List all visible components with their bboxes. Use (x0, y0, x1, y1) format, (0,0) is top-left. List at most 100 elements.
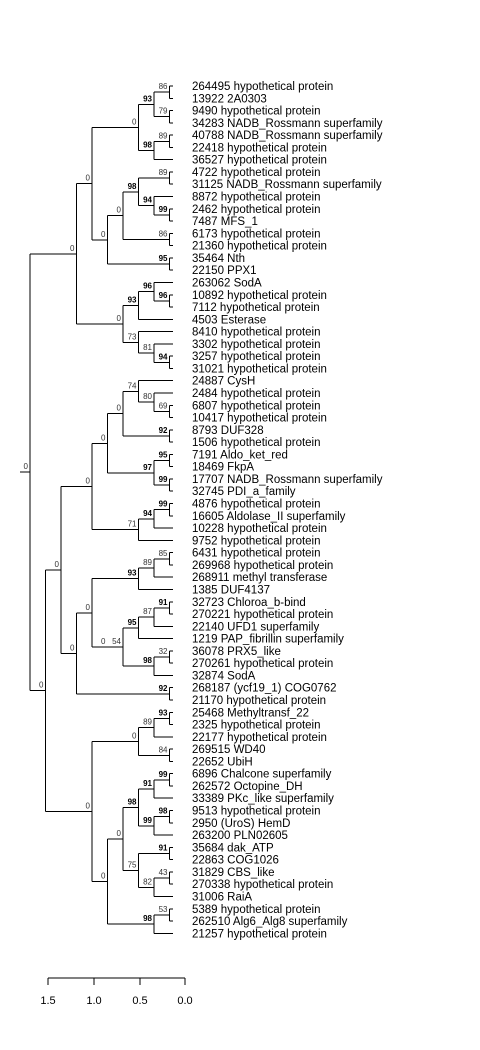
leaf-label: 6431 hypothetical protein (192, 548, 321, 560)
bootstrap-value: 0 (101, 637, 106, 646)
leaf-label: 21360 hypothetical protein (192, 241, 327, 253)
leaf-label: 22652 UbiH (192, 756, 253, 768)
bootstrap-value: 89 (143, 558, 152, 567)
bootstrap-value: 32 (159, 647, 168, 656)
leaf-label: 262572 Octopine_DH (192, 781, 303, 793)
leaf-label: 33389 PKc_like superfamily (192, 793, 334, 805)
leaf-label: 262510 Alg6_Alg8 superfamily (192, 916, 348, 928)
bootstrap-value: 93 (159, 708, 168, 717)
bootstrap-value: 0 (70, 643, 75, 652)
bootstrap-value: 82 (143, 877, 152, 886)
bootstrap-value: 89 (159, 131, 168, 140)
leaf-label: 270221 hypothetical protein (192, 609, 333, 621)
leaf-label: 1506 hypothetical protein (192, 437, 321, 449)
leaf-label: 1219 PAP_fibrillin superfamily (192, 634, 344, 646)
bootstrap-value: 0 (86, 603, 91, 612)
bootstrap-value: 99 (159, 770, 168, 779)
bootstrap-value: 99 (159, 475, 168, 484)
leaf-label: 6807 hypothetical protein (192, 400, 321, 412)
leaf-label: 17707 NADB_Rossmann superfamily (192, 474, 383, 486)
bootstrap-value: 71 (128, 520, 137, 529)
bootstrap-value: 98 (143, 914, 152, 923)
leaf-label: 4876 hypothetical protein (192, 499, 321, 511)
leaf-label: 31006 RaiA (192, 891, 252, 903)
leaf-label: 7112 hypothetical protein (192, 302, 320, 314)
leaf-label: 268187 (ycf19_1) COG0762 (192, 683, 336, 695)
leaf-label: 25468 Methyltransf_22 (192, 707, 309, 719)
leaf-label: 18469 FkpA (192, 462, 254, 474)
bootstrap-value: 89 (143, 718, 152, 727)
leaf-label: 13922 2A0303 (192, 93, 267, 105)
bootstrap-value: 87 (143, 607, 152, 616)
leaf-label: 22140 UFD1 superfamily (192, 621, 319, 633)
bootstrap-value: 0 (117, 404, 122, 413)
leaf-label: 22418 hypothetical protein (192, 142, 327, 154)
leaf-label: 8793 DUF328 (192, 425, 264, 437)
leaf-label: 40788 NADB_Rossmann superfamily (192, 130, 383, 142)
leaf-label: 31125 NADB_Rossmann superfamily (192, 179, 382, 191)
bootstrap-value: 96 (143, 282, 152, 291)
bootstrap-value: 0 (101, 433, 106, 442)
bootstrap-value: 74 (128, 381, 137, 390)
bootstrap-value: 84 (159, 745, 168, 754)
leaf-label: 10892 hypothetical protein (192, 290, 327, 302)
bootstrap-value: 0 (86, 476, 91, 485)
leaf-label: 22863 COG1026 (192, 855, 279, 867)
bootstrap-value: 95 (128, 618, 137, 627)
bootstrap-value: 91 (159, 598, 168, 607)
bootstrap-value: 92 (159, 426, 168, 435)
leaf-label: 7191 Aldo_ket_red (192, 449, 288, 461)
leaf-label: 21257 hypothetical protein (192, 928, 327, 940)
leaf-label: 32874 SodA (192, 670, 256, 682)
bootstrap-value: 81 (143, 343, 152, 352)
leaf-label: 22150 PPX1 (192, 265, 257, 277)
bootstrap-value: 0 (117, 829, 122, 838)
bootstrap-values: 8679938998089999498860950096969394817300… (24, 82, 168, 923)
leaf-label: 268911 methyl transferase (192, 572, 327, 584)
leaf-label: 21170 hypothetical protein (192, 695, 326, 707)
bootstrap-value: 94 (143, 196, 152, 205)
leaf-label: 8872 hypothetical protein (192, 192, 321, 204)
bootstrap-value: 53 (159, 905, 168, 914)
leaf-label: 7487 MFS_1 (192, 216, 258, 228)
leaf-label: 32745 PDI_a_family (192, 486, 296, 498)
bootstrap-value: 99 (159, 205, 168, 214)
leaf-label: 10228 hypothetical protein (192, 523, 327, 535)
leaf-label: 269968 hypothetical protein (192, 560, 333, 572)
leaf-label: 3302 hypothetical protein (192, 339, 321, 351)
scale-tick-label: 1.0 (86, 995, 101, 1007)
leaf-label: 16605 Aldolase_II superfamily (192, 511, 346, 523)
leaf-label: 8410 hypothetical protein (192, 327, 321, 339)
leaf-label: 269515 WD40 (192, 744, 266, 756)
bootstrap-value: 54 (112, 637, 121, 646)
bootstrap-value: 95 (159, 451, 168, 460)
bootstrap-value: 86 (159, 230, 168, 239)
bootstrap-value: 98 (143, 656, 152, 665)
leaf-label: 2484 hypothetical protein (192, 388, 321, 400)
leaf-label: 263200 PLN02605 (192, 830, 288, 842)
leaf-label: 4503 Esterase (192, 314, 266, 326)
bootstrap-value: 98 (128, 797, 137, 806)
leaf-label: 9752 hypothetical protein (192, 535, 321, 547)
bootstrap-value: 89 (159, 168, 168, 177)
bootstrap-value: 93 (128, 569, 137, 578)
bootstrap-value: 86 (159, 82, 168, 91)
bootstrap-value: 93 (143, 94, 152, 103)
bootstrap-value: 91 (159, 844, 168, 853)
leaf-label: 31021 hypothetical protein (192, 363, 327, 375)
leaf-label: 4722 hypothetical protein (192, 167, 321, 179)
leaf-label: 35464 Nth (192, 253, 245, 265)
bootstrap-value: 43 (159, 868, 168, 877)
bootstrap-value: 97 (143, 463, 152, 472)
leaf-label: 2462 hypothetical protein (192, 204, 321, 216)
bootstrap-value: 0 (86, 801, 91, 810)
bootstrap-value: 69 (159, 401, 168, 410)
bootstrap-value: 73 (128, 332, 137, 341)
leaf-label: 24887 CysH (192, 376, 255, 388)
bootstrap-value: 80 (143, 392, 152, 401)
scale-tick-label: 0.0 (177, 995, 192, 1007)
bootstrap-value: 85 (159, 549, 168, 558)
leaf-label: 264495 hypothetical protein (192, 81, 333, 93)
bootstrap-value: 75 (128, 860, 137, 869)
